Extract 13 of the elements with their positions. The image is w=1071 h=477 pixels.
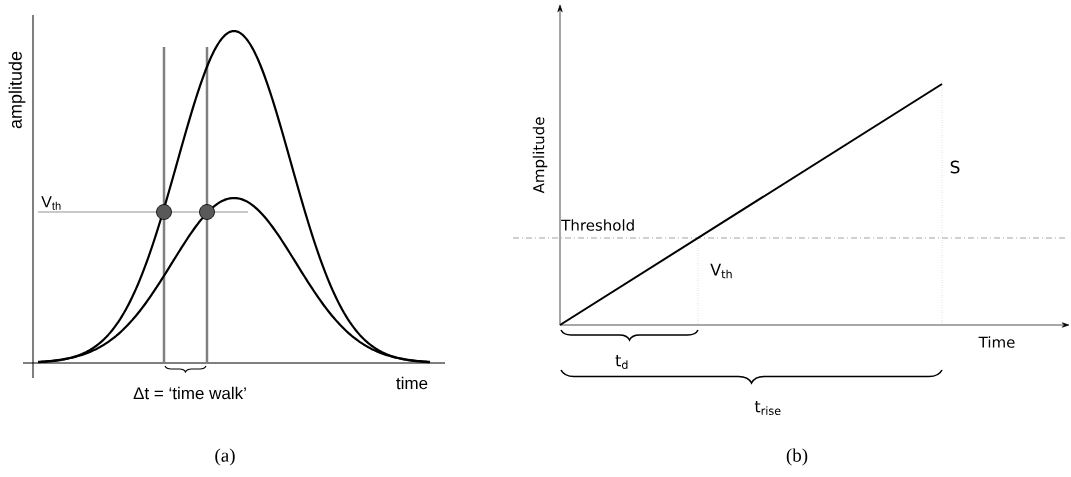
threshold-label: Threshold [561, 219, 634, 231]
time-walk-label: Δt = ‘time walk’ [133, 386, 246, 400]
panel-label: (a) [215, 448, 235, 466]
axis-label: time [396, 376, 428, 390]
delay-label: t$_{d}$ [615, 355, 628, 369]
axis-label: amplitude [8, 51, 26, 129]
axis-label: Amplitude [532, 117, 548, 194]
panel-label: (b) [786, 448, 808, 466]
threshold-label: V$_{th}$ [41, 196, 61, 210]
threshold-label: V$_{th}$ [710, 263, 732, 279]
axis-label: Time [978, 336, 1015, 348]
rise-time-label: t$_{rise}$ [754, 401, 781, 415]
amplitude-label: S [950, 160, 960, 174]
